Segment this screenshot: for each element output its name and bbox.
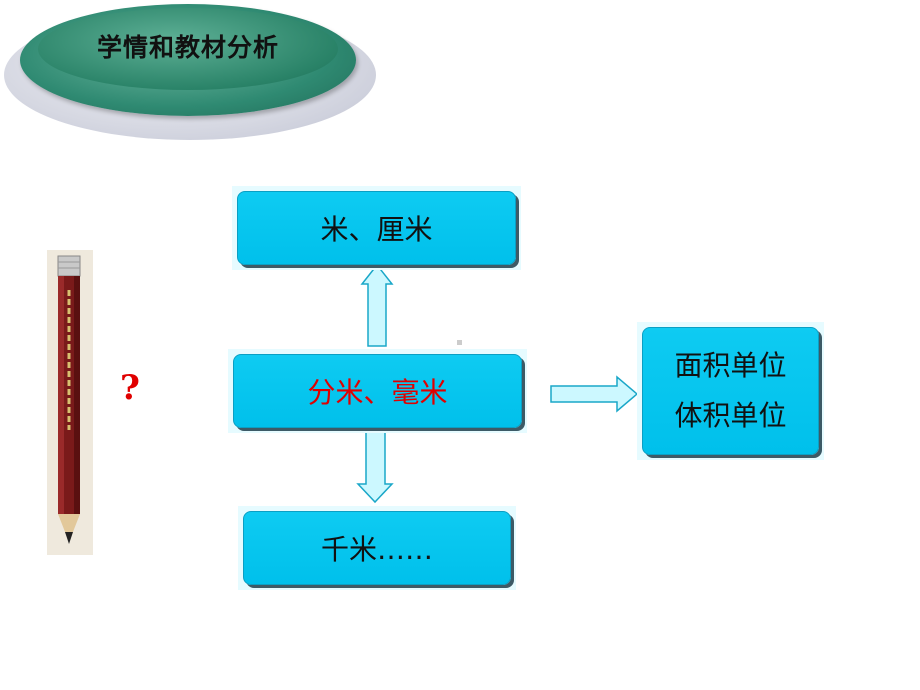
- question-mark: ?: [120, 368, 140, 408]
- stray-dot: [457, 340, 462, 345]
- title-badge-inner: [38, 8, 338, 90]
- arrow-down: [356, 430, 394, 504]
- box-decimeter-millimeter: 分米、毫米: [233, 354, 522, 428]
- pencil-icon: [57, 255, 81, 544]
- page-title: 学情和教材分析: [96, 33, 279, 62]
- box-center-wrap: 分米、毫米: [228, 349, 527, 433]
- box-bottom-wrap: 千米……: [238, 506, 516, 590]
- area-unit-label: 面积单位: [674, 349, 787, 382]
- arrow-up: [360, 263, 394, 347]
- box-area-volume-units: 面积单位 体积单位: [642, 327, 819, 455]
- box-kilometer: 千米……: [243, 511, 511, 585]
- arrow-right: [550, 375, 639, 413]
- volume-unit-label: 体积单位: [674, 399, 787, 432]
- box-right-wrap: 面积单位 体积单位: [637, 322, 824, 460]
- box-top-wrap: 米、厘米: [232, 186, 521, 270]
- box-meter-centimeter: 米、厘米: [237, 191, 516, 265]
